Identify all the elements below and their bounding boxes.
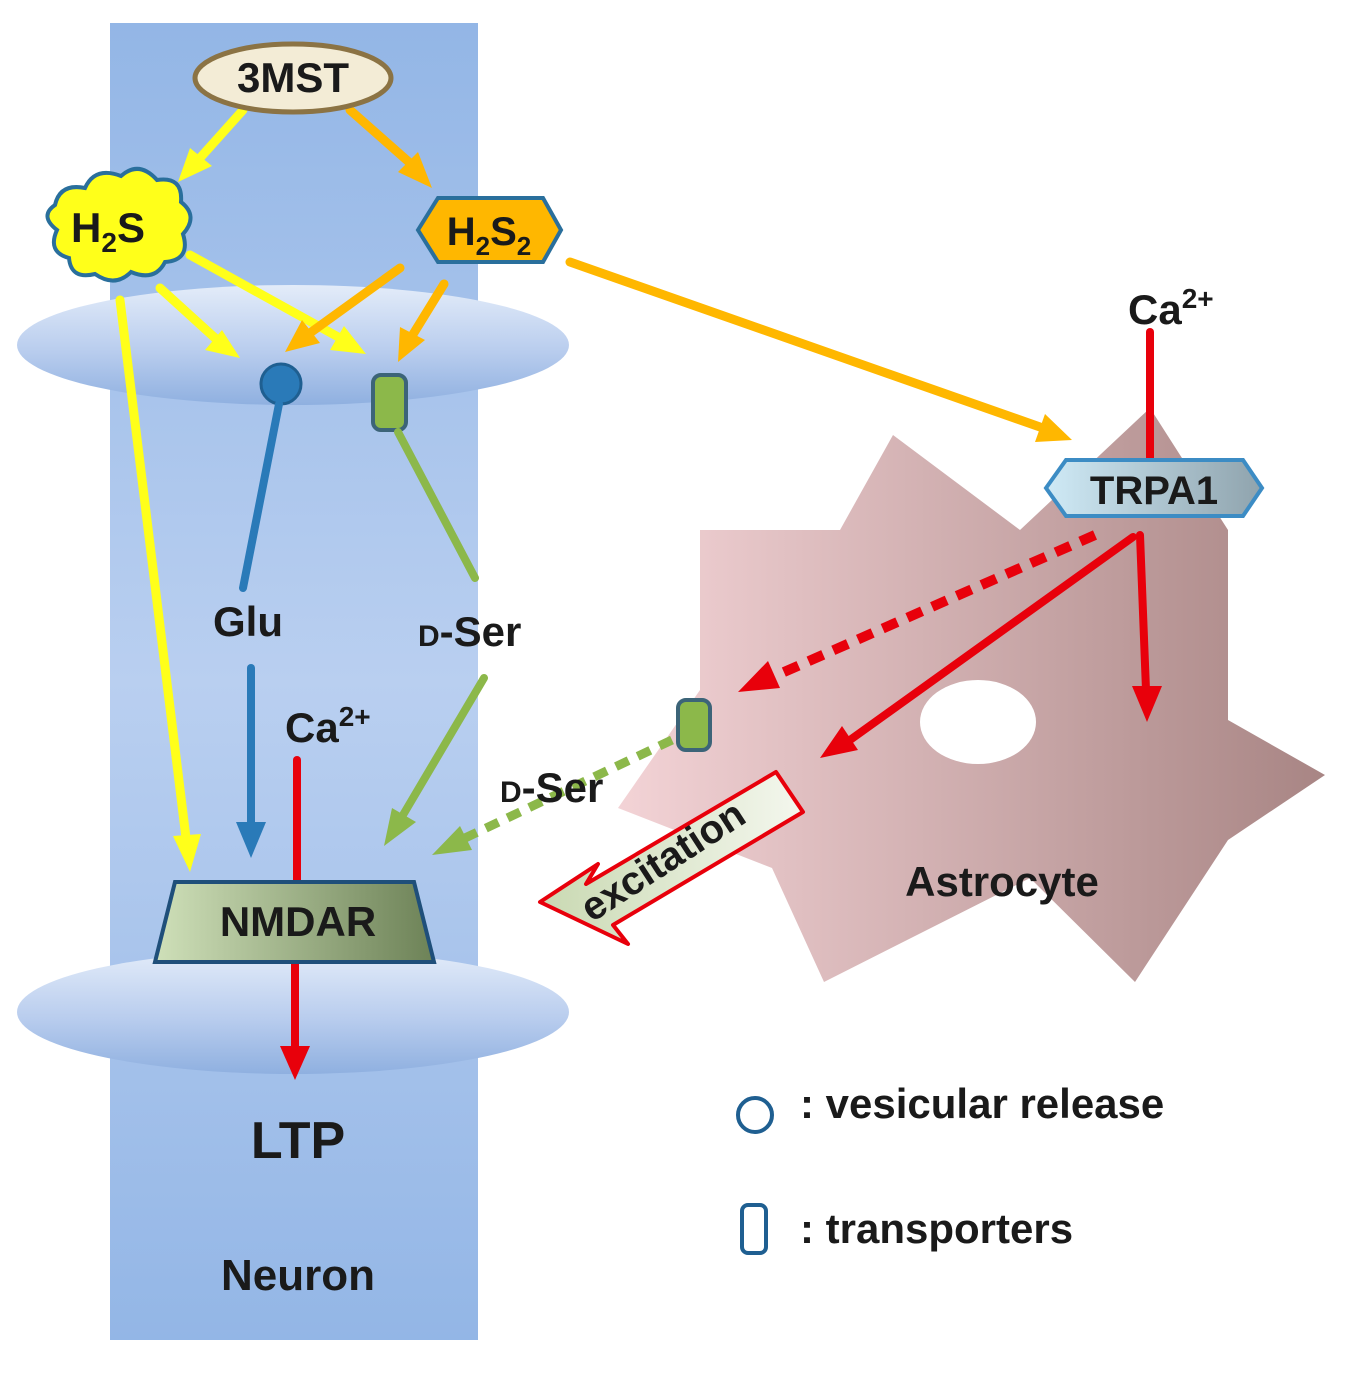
arrow-h2s-to-transporter-head — [330, 326, 366, 354]
node-h2s-label: H2S — [71, 204, 145, 258]
neuron-label: Neuron — [221, 1251, 375, 1300]
astrocyte-nucleus — [920, 680, 1036, 764]
red-arrows — [280, 328, 1162, 1080]
arrow-h2s2-to-transporter — [407, 279, 449, 341]
arrow-h2s2-to-transporter-head — [398, 327, 425, 362]
node-nmdar-shape — [152, 880, 437, 964]
dotted-red-arrow — [738, 530, 1098, 692]
legend-transporter-icon — [740, 1203, 768, 1255]
node-h2s2-label: H2S2 — [447, 210, 532, 261]
arrow-trpa1-down — [1136, 531, 1150, 694]
node-nmdar-label: NMDAR — [220, 898, 376, 945]
arrow-h2s2-to-vesicle — [305, 263, 405, 338]
dser-label-neuronal: D-Ser — [418, 608, 521, 655]
arrow-h2s-to-vesicle-head — [205, 330, 240, 358]
arrow-h2s2-to-vesicle-head — [285, 320, 320, 352]
arrow-3mst-to-h2s — [195, 105, 248, 163]
glu-label: Glu — [213, 598, 283, 645]
arrow-trpa1-to-excitation — [846, 533, 1137, 744]
dser-label-astrocytic: D-Ser — [500, 764, 603, 811]
legend-vesicle-icon — [736, 1096, 774, 1134]
legend: : vesicular release : transporters — [736, 1080, 1164, 1255]
node-3mst — [192, 41, 394, 115]
dser-arrow-astrocytic — [432, 735, 674, 855]
arrow-h2s-to-nmdar-head — [173, 834, 201, 872]
arrow-3mst-to-h2s2 — [345, 105, 415, 168]
transporter-icon — [371, 373, 408, 432]
legend-vesicular-label: : vesicular release — [800, 1080, 1164, 1127]
node-h2s-shape — [45, 167, 193, 283]
node-trpa1-shape — [1043, 458, 1265, 518]
arrow-h2s-to-nmdar — [115, 295, 191, 843]
astrocyte-transporter-icon — [676, 698, 712, 752]
arrow-h2s2-to-trpa1 — [565, 257, 1045, 432]
glu-arrow — [236, 400, 283, 858]
ca-label-neuron: Ca2+ — [285, 701, 371, 751]
ltp-label: LTP — [251, 1112, 345, 1170]
legend-transporters-label: : transporters — [800, 1205, 1073, 1252]
arrow-h2s-to-vesicle — [155, 283, 220, 343]
node-3mst-label: 3MST — [237, 54, 349, 101]
arrow-h2s2-to-trpa1-head — [1035, 414, 1072, 442]
astrocyte-label: Astrocyte — [905, 858, 1099, 905]
arrow-3mst-to-h2s2-head — [398, 152, 432, 188]
node-trpa1-label: TRPA1 — [1090, 469, 1218, 513]
vesicle-icon — [259, 362, 303, 406]
orange-arrows — [285, 105, 1072, 442]
arrow-3mst-to-h2s-head — [178, 148, 212, 182]
ca-label-astrocyte: Ca2+ — [1128, 283, 1214, 333]
dser-arrow-neuronal — [384, 428, 488, 846]
node-h2s2-shape — [415, 196, 564, 264]
